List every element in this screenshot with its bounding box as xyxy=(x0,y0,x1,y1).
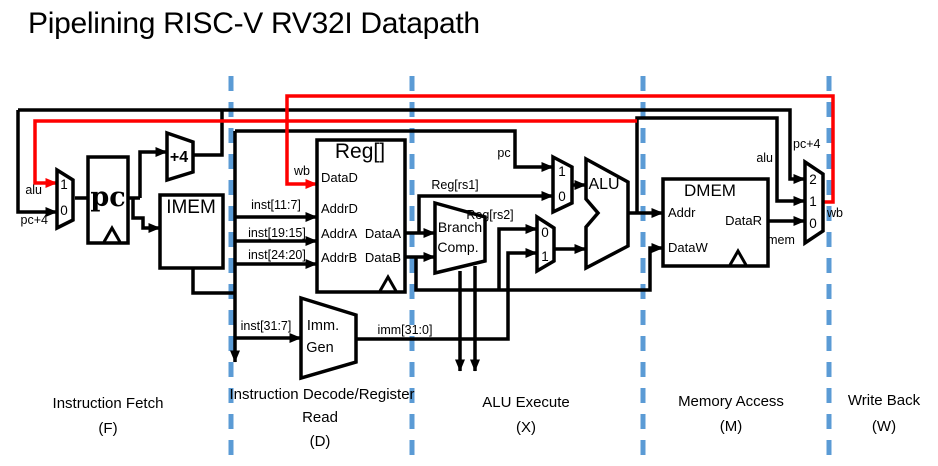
branch-comp-label-2: Comp. xyxy=(437,239,478,255)
regfile-port-datad: DataD xyxy=(321,170,358,185)
label-pcplus4-into-wbmux: pc+4 xyxy=(793,137,821,151)
stage-label-fetch: Instruction Fetch xyxy=(53,395,164,412)
alu-a-mux xyxy=(551,154,574,215)
branch-comp-block xyxy=(433,200,487,276)
imm-gen-block xyxy=(299,295,358,381)
regfile-clock-icon xyxy=(378,273,398,292)
stage-label-decode: Instruction Decode/Register xyxy=(229,386,414,403)
wire-rs1-to-alumux-a xyxy=(417,191,554,233)
stage-label-memory: Memory Access xyxy=(678,393,784,410)
imem-block xyxy=(158,193,225,270)
alu-a-mux-input-0: 0 xyxy=(558,189,566,204)
wire-imem-output xyxy=(191,268,235,295)
dmem-port-addr: Addr xyxy=(668,205,696,220)
label-inst-31-7: inst[31:7] xyxy=(241,319,292,333)
alu-label: ALU xyxy=(588,176,619,193)
pc-clock-icon xyxy=(102,224,122,243)
alu-a-mux-input-1: 1 xyxy=(558,164,566,179)
wb-mux-input-1: 1 xyxy=(809,194,817,209)
plus4-label: +4 xyxy=(170,149,188,166)
label-mem-into-wbmux: mem xyxy=(767,233,795,247)
wire-pc-to-imem xyxy=(131,198,161,233)
stage-label-writeback: Write Back xyxy=(848,392,921,409)
wire-pc-to-plus4 xyxy=(138,147,168,198)
wire-pcplus4-into-pcmux xyxy=(16,110,58,217)
stage-abbr-fetch: (F) xyxy=(98,420,117,437)
pc-mux-input-0: 0 xyxy=(60,203,68,218)
regfile-port-addrd: AddrD xyxy=(321,201,358,216)
pc-label: pc xyxy=(90,182,125,213)
imem-label: IMEM xyxy=(166,197,216,218)
alu-b-mux xyxy=(535,213,556,275)
stage-abbr-execute: (X) xyxy=(516,419,536,436)
label-reg-rs2: Reg[rs2] xyxy=(466,208,513,222)
wb-mux-input-2: 2 xyxy=(809,172,817,187)
regfile-port-addrb: AddrB xyxy=(321,250,357,265)
wire-rs2-to-dmem-dataw xyxy=(414,243,664,292)
label-pcplus4-feedback: pc+4 xyxy=(21,213,49,227)
imm-gen-label-2: Gen xyxy=(306,340,333,356)
wb-mux xyxy=(803,158,825,247)
label-inst-11-7: inst[11:7] xyxy=(251,198,301,212)
plus4-adder xyxy=(165,130,195,183)
wire-rs2-to-alumux-b xyxy=(497,224,538,290)
label-inst-24-20: inst[24:20] xyxy=(248,248,306,262)
pc-mux-input-1: 1 xyxy=(60,177,68,192)
wire-imm-to-alumux-b xyxy=(356,248,538,341)
stage-label-execute: ALU Execute xyxy=(482,394,570,411)
regfile-port-datab: DataB xyxy=(365,250,401,265)
branch-comp-label-1: Branch xyxy=(438,219,482,235)
regfile-block xyxy=(315,138,407,294)
label-alu-into-wbmux: alu xyxy=(756,151,773,165)
wire-alu-feedback-to-pcmux xyxy=(33,119,637,188)
wire-pc-to-alumux-a xyxy=(235,129,554,172)
regfile-label: Reg[] xyxy=(335,140,385,163)
dmem-block xyxy=(661,177,770,268)
dmem-port-datar: DataR xyxy=(725,213,762,228)
dmem-port-dataw: DataW xyxy=(668,240,708,255)
stage-abbr-writeback: (W) xyxy=(872,418,896,435)
alu-b-mux-input-1: 1 xyxy=(541,249,549,264)
alu-block xyxy=(584,156,630,271)
wire-alu-to-wbmux xyxy=(635,116,806,213)
label-wb-output: wb xyxy=(826,206,843,220)
label-reg-rs1: Reg[rs1] xyxy=(431,178,478,192)
dmem-label: DMEM xyxy=(684,181,736,200)
pc-register xyxy=(86,155,130,245)
wire-wb-feedback-to-regfile xyxy=(285,94,835,204)
regfile-port-addra: AddrA xyxy=(321,226,357,241)
label-pc-into-alumux: pc xyxy=(497,146,510,160)
label-alu-feedback: alu xyxy=(25,183,42,197)
imm-gen-label-1: Imm. xyxy=(307,318,339,334)
regfile-port-dataa: DataA xyxy=(365,226,401,241)
wire-plus4-output-riser xyxy=(193,110,224,157)
dmem-clock-icon xyxy=(728,247,748,266)
pc-mux xyxy=(55,166,75,231)
stage-label-decode-2: Read xyxy=(302,409,338,426)
stage-abbr-decode: (D) xyxy=(310,433,331,450)
label-wb-into-regfile: wb xyxy=(293,164,310,178)
wire-pcplus4-top-line xyxy=(18,108,806,184)
wb-mux-input-0: 0 xyxy=(809,216,817,231)
label-inst-19-15: inst[19:15] xyxy=(248,226,306,240)
stage-abbr-memory: (M) xyxy=(720,418,743,435)
alu-b-mux-input-0: 0 xyxy=(541,225,549,240)
label-imm-31-0: imm[31:0] xyxy=(378,323,433,337)
page-title: Pipelining RISC-V RV32I Datapath xyxy=(28,7,480,40)
